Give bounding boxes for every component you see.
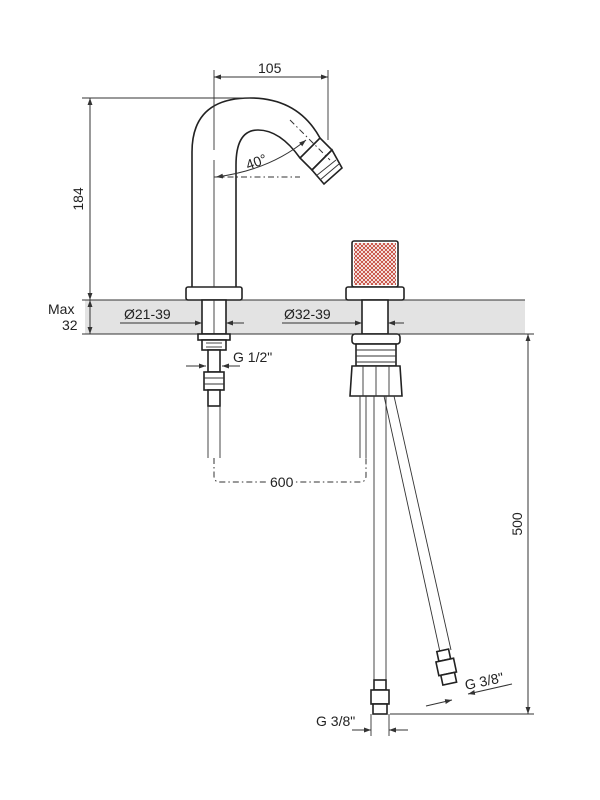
dim-spout-hole: Ø21-39 [124,306,171,322]
dim-spout-thread: G 1/2" [233,349,272,365]
dim-handle-hole: Ø32-39 [284,306,331,322]
dim-spout-reach: 105 [258,60,282,76]
dimension-lines [82,70,534,736]
dim-hose-length: 500 [509,512,525,536]
dim-spout-angle: 40° [244,151,269,173]
knurled-grip [354,243,396,285]
dim-max-value: 32 [62,317,78,333]
spout-assembly [185,97,344,458]
countertop-band [85,300,525,334]
dim-hose-thread-right: G 3/8" [463,669,505,693]
dim-centre-distance: 600 [270,474,294,490]
dim-spout-height: 184 [70,187,86,211]
dim-max-label: Max [48,301,74,317]
dim-hose-thread-left: G 3/8" [316,713,355,729]
handle-assembly [345,240,458,715]
